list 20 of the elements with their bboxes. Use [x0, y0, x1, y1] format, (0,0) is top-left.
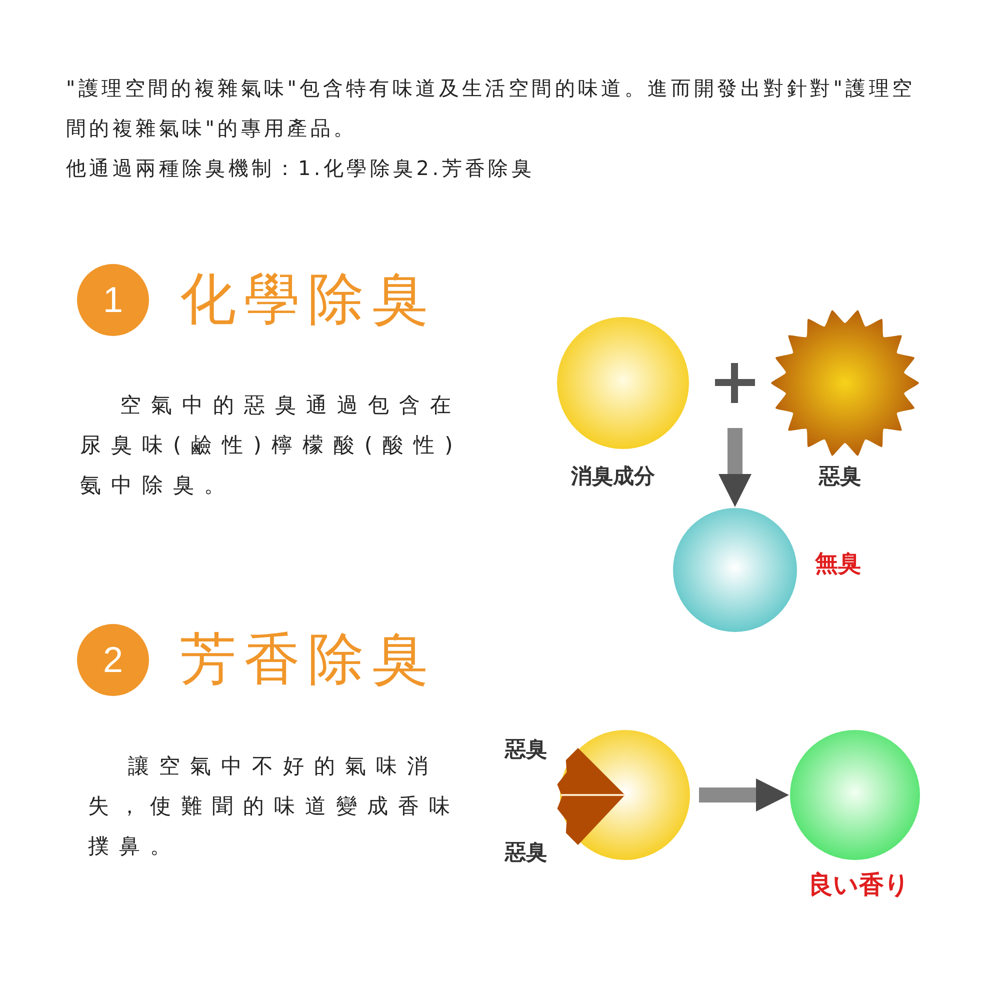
node-label: 惡臭: [819, 463, 861, 490]
section-heading: 芳香除臭: [180, 626, 436, 694]
body-text: 讓空氣中不好的氣味消失，使難聞的味道變成香味撲鼻。: [88, 753, 461, 860]
arrow: [718, 428, 752, 507]
ball-with-wedge: [560, 730, 690, 860]
body-text: 空氣中的惡臭通過包含在尿臭味(鹼性)檸檬酸(酸性)氨中除臭。: [80, 392, 464, 499]
node-label: 良い香り: [808, 869, 910, 901]
intro-text: "護理空間的複雜氣味"包含特有味道及生活空間的味道。進而開發出對針對"護理空間的複雜氣味"的專用產品。: [66, 75, 916, 142]
gradient-ball: [673, 508, 797, 632]
gradient-ball: [557, 317, 689, 449]
section-heading: 化學除臭: [180, 266, 436, 334]
arrow: [699, 778, 789, 812]
gradient-ball: [790, 730, 920, 860]
node-label: 惡臭: [505, 736, 547, 763]
number-badge: 2: [77, 624, 149, 696]
number-badge: 1: [77, 264, 149, 336]
node-label: 消臭成分: [571, 463, 655, 490]
node-label: 惡臭: [505, 839, 547, 866]
node-label: 無臭: [815, 550, 861, 579]
intro-text: 他通過兩種除臭機制：1.化學除臭2.芳香除臭: [66, 155, 536, 182]
